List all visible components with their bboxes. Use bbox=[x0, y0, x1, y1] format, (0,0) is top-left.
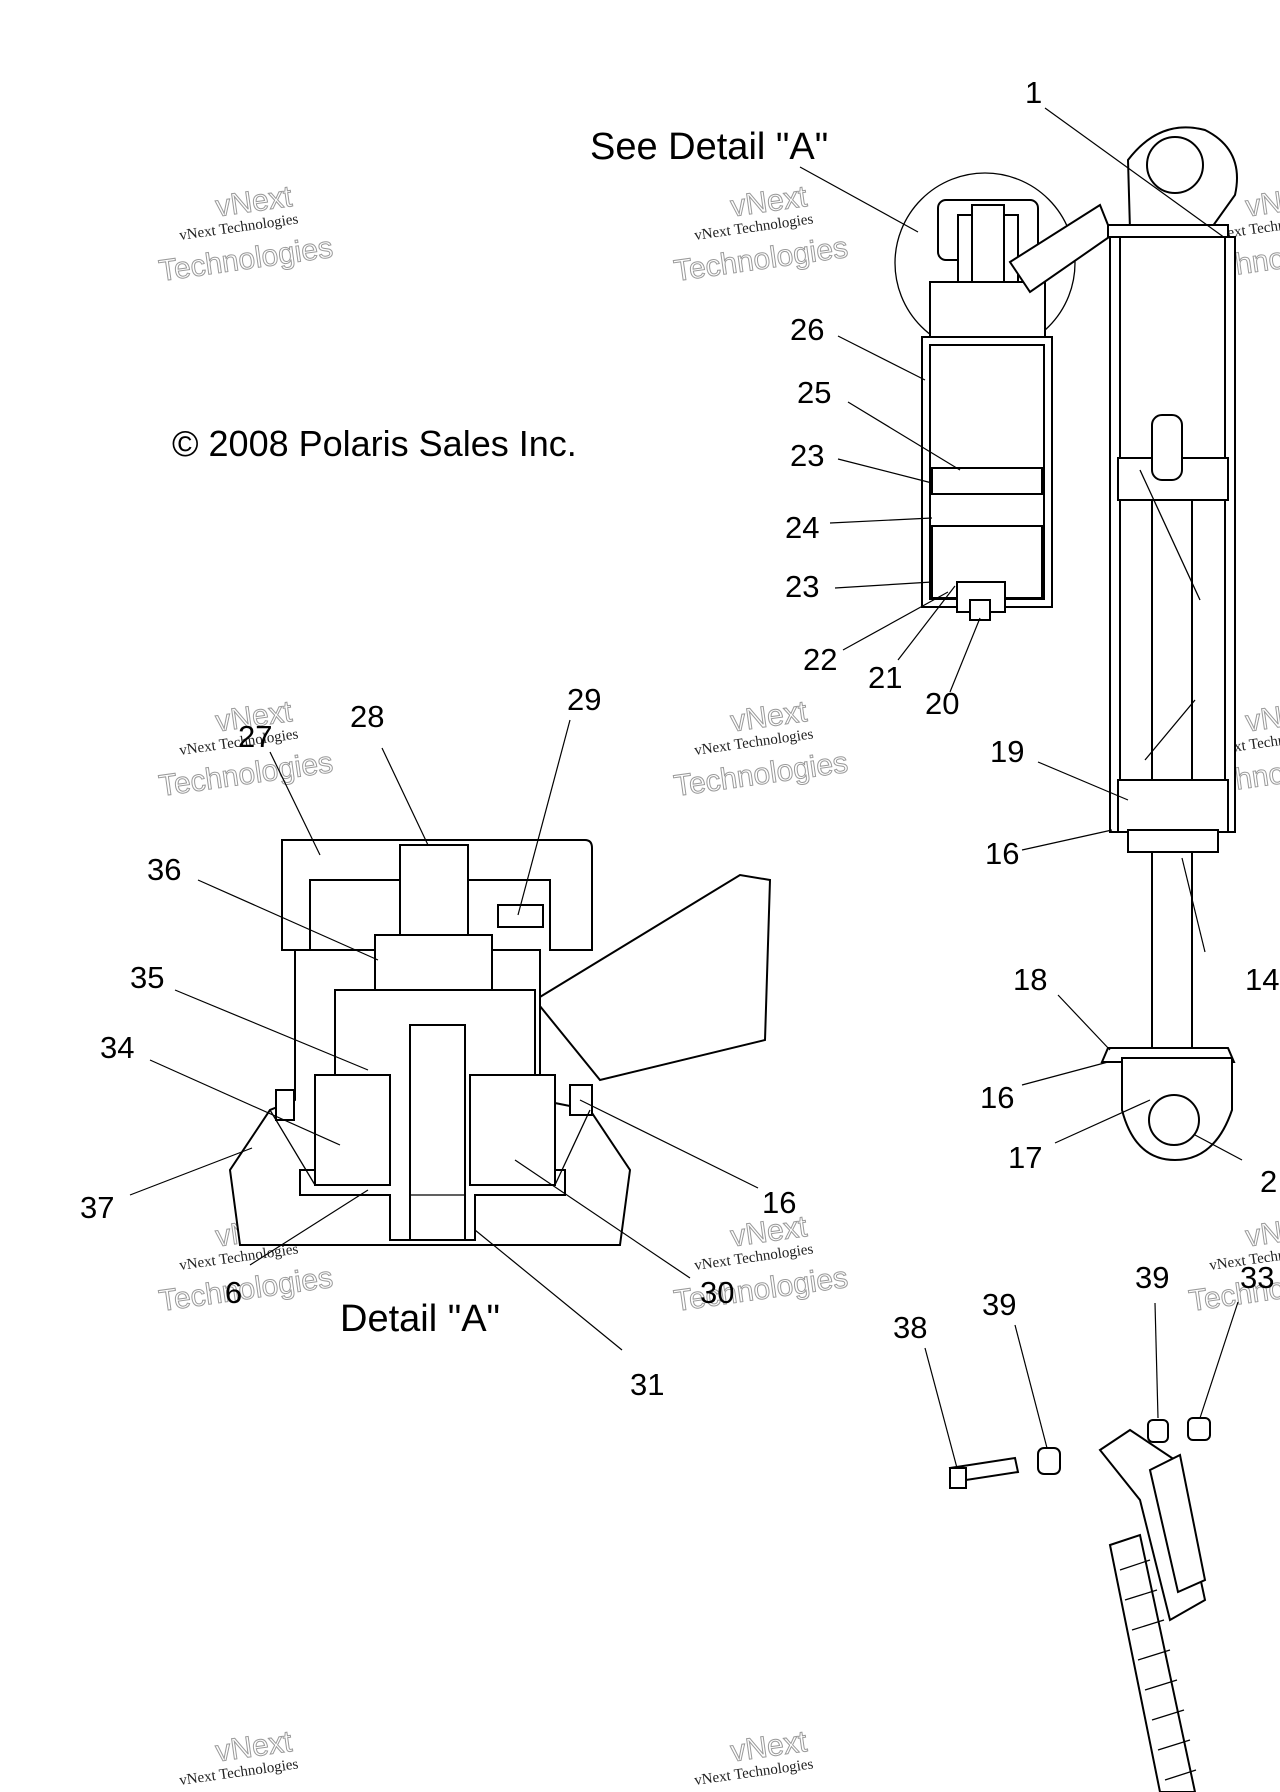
callout-39-left: 39 bbox=[982, 1287, 1016, 1322]
valve-chamber-right bbox=[469, 1074, 556, 1186]
callout-1: 1 bbox=[1025, 75, 1042, 110]
callout-16-detail: 16 bbox=[762, 1185, 796, 1220]
collar-left bbox=[275, 1089, 295, 1121]
watermark-11: vNext Technologies vNext bbox=[693, 1725, 814, 1789]
bearing-seal bbox=[1127, 829, 1219, 853]
callout-18: 18 bbox=[1013, 962, 1047, 997]
callout-21: 21 bbox=[868, 660, 902, 695]
callout-16-upper: 16 bbox=[985, 836, 1019, 871]
callout-2: 2 bbox=[1260, 1164, 1277, 1199]
reservoir-neck bbox=[929, 281, 1046, 338]
floating-piston-upper bbox=[931, 467, 1043, 495]
watermark-2: vNext Technologies vNext Technologies bbox=[671, 180, 850, 289]
callout-28: 28 bbox=[350, 699, 384, 734]
callout-36: 36 bbox=[147, 852, 181, 887]
upper-eyelet-hole bbox=[1146, 136, 1204, 194]
detail-a-assembly bbox=[228, 839, 772, 1246]
callout-35: 35 bbox=[130, 960, 164, 995]
detail-a-heading: Detail "A" bbox=[340, 1298, 500, 1340]
port-29 bbox=[497, 904, 544, 928]
callout-37: 37 bbox=[80, 1190, 114, 1225]
see-detail-heading: See Detail "A" bbox=[590, 126, 828, 168]
callout-30: 30 bbox=[700, 1275, 734, 1310]
reservoir-end-stud bbox=[969, 599, 991, 621]
hardware-group bbox=[948, 1417, 1211, 1792]
watermark-1: vNext Technologies vNext Technologies bbox=[156, 180, 335, 289]
svg-text:vNext: vNext bbox=[1243, 695, 1280, 738]
lower-eyelet-hole bbox=[1148, 1094, 1200, 1146]
center-post-31 bbox=[409, 1024, 466, 1241]
callout-26: 26 bbox=[790, 312, 824, 347]
callout-34: 34 bbox=[100, 1030, 134, 1065]
callout-16-lower: 16 bbox=[980, 1080, 1014, 1115]
callout-22: 22 bbox=[803, 642, 837, 677]
nut-33 bbox=[1187, 1417, 1211, 1441]
reservoir-assembly bbox=[894, 172, 1114, 621]
callout-24: 24 bbox=[785, 510, 819, 545]
callout-39-right: 39 bbox=[1135, 1260, 1169, 1295]
callout-17: 17 bbox=[1008, 1140, 1042, 1175]
cap-27 bbox=[281, 839, 593, 951]
nut-39b bbox=[1147, 1419, 1169, 1443]
watermark-10: vNext Technologies vNext bbox=[178, 1725, 299, 1789]
callout-25: 25 bbox=[797, 375, 831, 410]
hose-barb bbox=[533, 873, 772, 1082]
callout-31: 31 bbox=[630, 1367, 664, 1402]
watermark-4: vNext Technologies vNext Technologies bbox=[671, 695, 850, 804]
callout-14: 14 bbox=[1245, 962, 1279, 997]
callout-23-lower: 23 bbox=[785, 569, 819, 604]
assembled-spring bbox=[1108, 1533, 1197, 1792]
assembled-reservoir bbox=[1148, 1453, 1207, 1594]
svg-text:vNext: vNext bbox=[1243, 180, 1280, 223]
piston-rod-top bbox=[1151, 414, 1183, 481]
leader-lines bbox=[129, 107, 1243, 1469]
bearing-housing bbox=[1117, 779, 1229, 833]
valve-chamber-left bbox=[314, 1074, 391, 1186]
callout-6: 6 bbox=[225, 1275, 242, 1310]
callout-33: 33 bbox=[1240, 1260, 1274, 1295]
shock-body-assembly bbox=[1100, 126, 1238, 1162]
watermark-6: vNext Technologies vNext Technologies bbox=[671, 1210, 850, 1319]
callout-19: 19 bbox=[990, 734, 1024, 769]
callout-23-upper: 23 bbox=[790, 438, 824, 473]
svg-text:vNext: vNext bbox=[1243, 1210, 1280, 1253]
bolt-38-head bbox=[949, 1467, 967, 1489]
callout-29: 29 bbox=[567, 682, 601, 717]
callout-38: 38 bbox=[893, 1310, 927, 1345]
callout-27: 27 bbox=[238, 719, 272, 754]
copyright-text: © 2008 Polaris Sales Inc. bbox=[172, 423, 577, 464]
washer-39a bbox=[1037, 1447, 1061, 1475]
callout-20: 20 bbox=[925, 686, 959, 721]
